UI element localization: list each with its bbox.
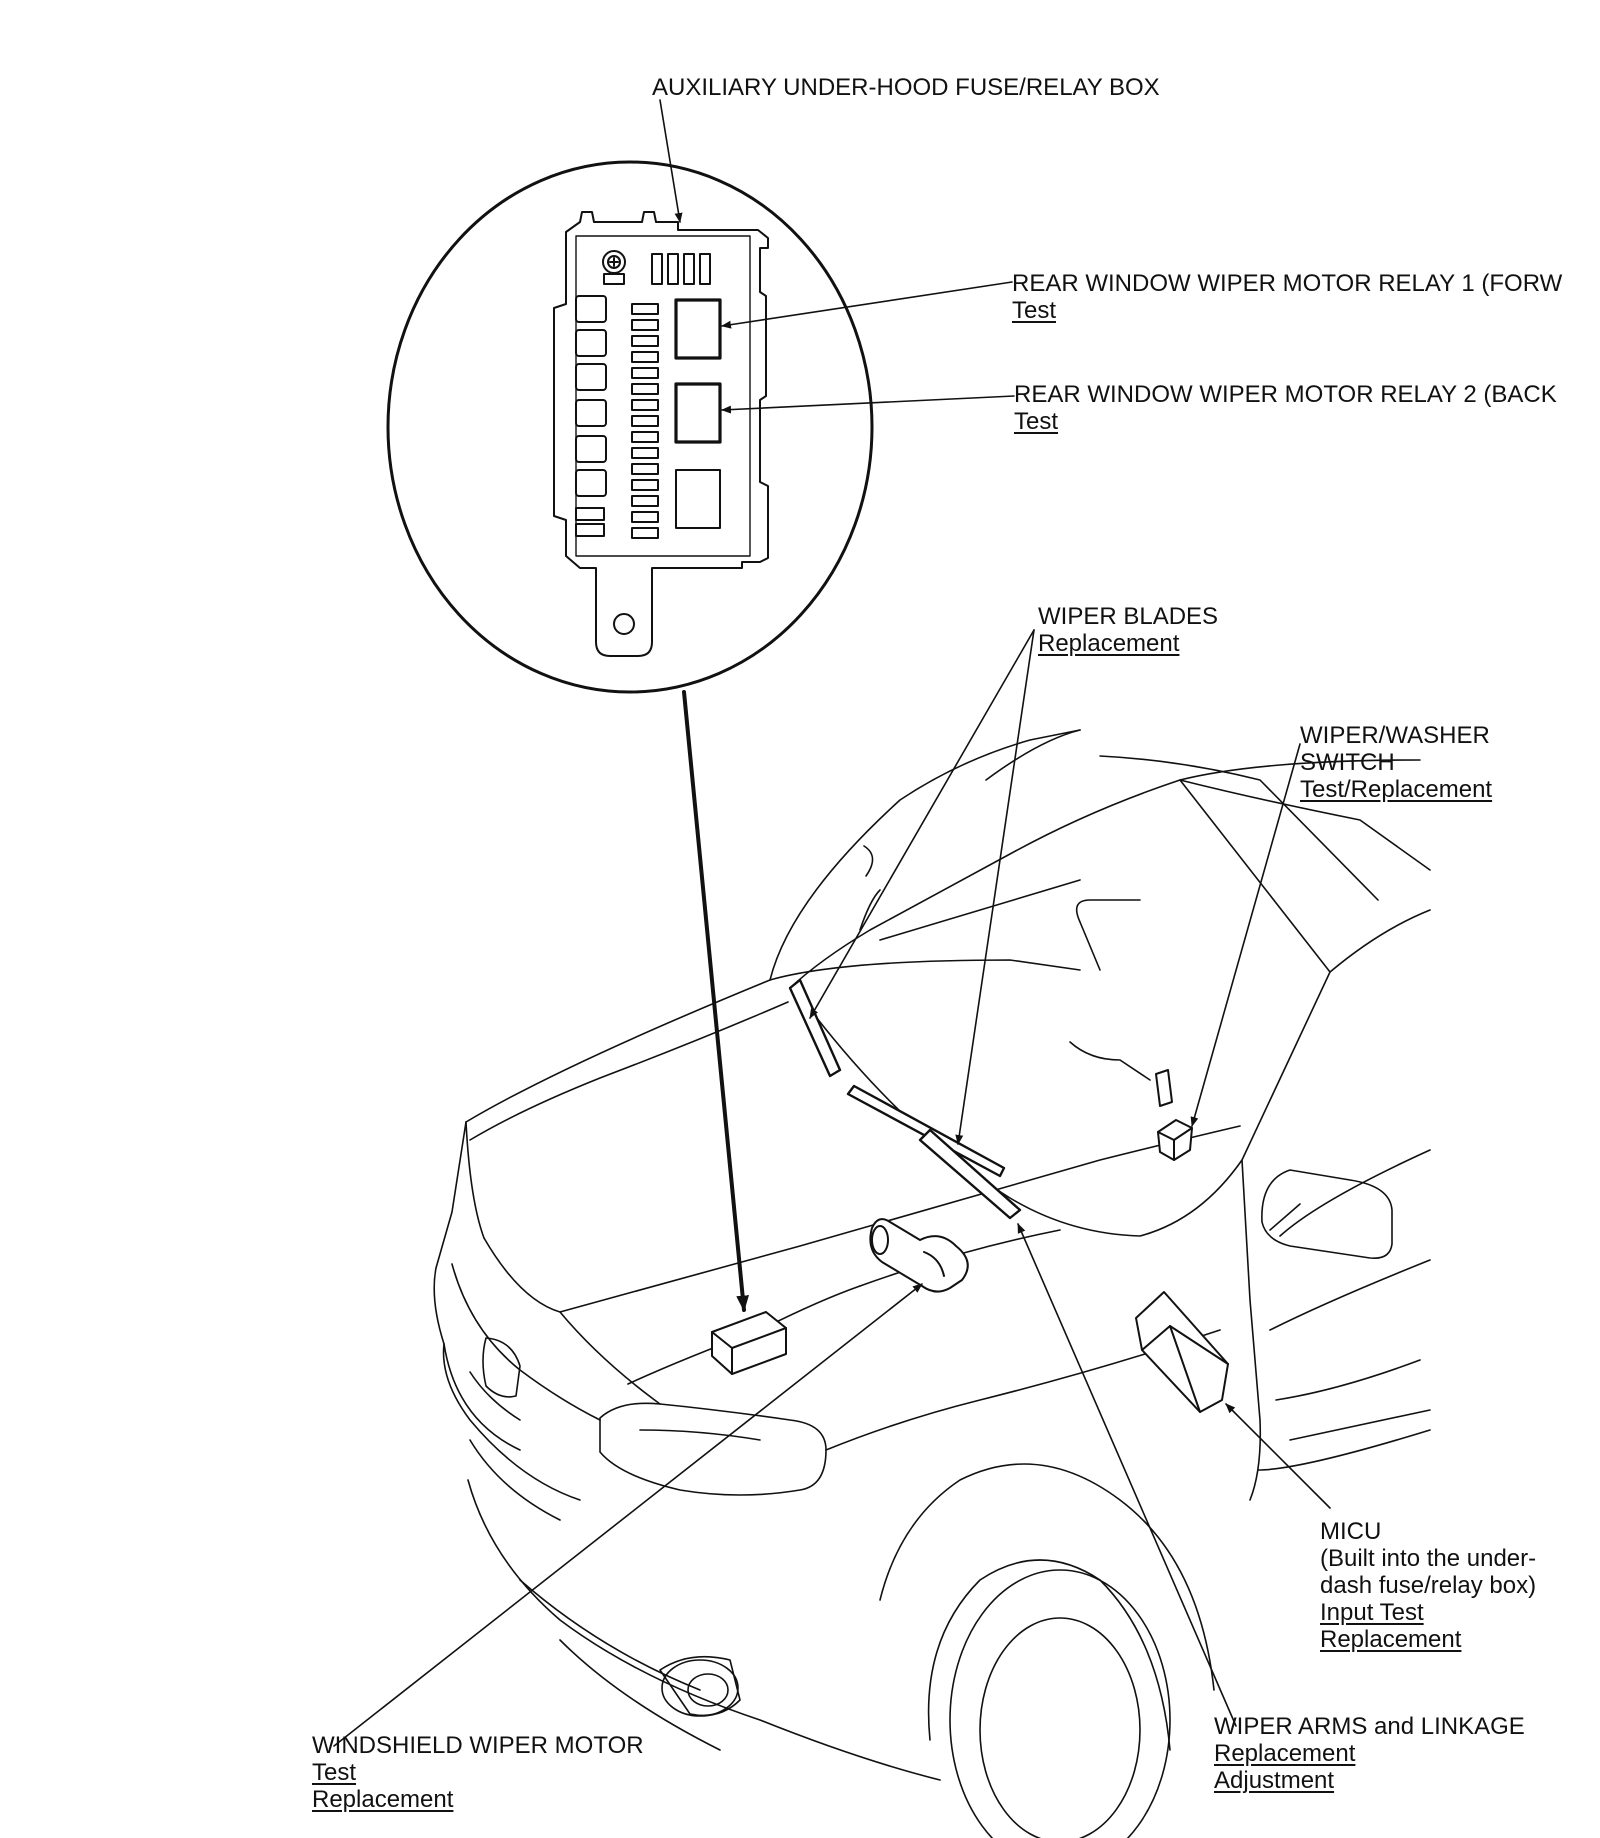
- wiper-motor-name: WINDSHIELD WIPER MOTOR: [312, 1732, 644, 1759]
- title-label: AUXILIARY UNDER-HOOD FUSE/RELAY BOX: [652, 74, 1160, 101]
- wiper-washer-switch: [1156, 1070, 1192, 1160]
- callout-micu: MICU (Built into the under- dash fuse/re…: [1320, 1518, 1536, 1653]
- aux-fuse-box-on-vehicle: [712, 1312, 786, 1374]
- leader-blades-b: [955, 630, 1034, 1145]
- detail-magnifier-circle: [388, 162, 872, 692]
- relay2-test-link[interactable]: Test: [1014, 408, 1059, 435]
- leader-relay1: [721, 282, 1012, 329]
- micu-name-line1: MICU: [1320, 1518, 1382, 1545]
- relay1-test-link[interactable]: Test: [1012, 297, 1057, 324]
- micu-replacement-link[interactable]: Replacement: [1320, 1626, 1462, 1653]
- callout-wiper-arms: WIPER ARMS and LINKAGE Replacement Adjus…: [1214, 1713, 1525, 1794]
- micu-input-test-link[interactable]: Input Test: [1320, 1599, 1424, 1626]
- aux-fuse-relay-box: [554, 212, 768, 656]
- callout-relay1: REAR WINDOW WIPER MOTOR RELAY 1 (FORW Te…: [1012, 270, 1562, 324]
- leader-switch: [1190, 744, 1300, 1127]
- wiper-arms-adjustment-link[interactable]: Adjustment: [1214, 1767, 1335, 1794]
- leader-motor: [334, 1284, 922, 1746]
- relay-1-box: [676, 300, 720, 358]
- leader-arms: [1018, 1223, 1236, 1726]
- wiper-motor-replacement-link[interactable]: Replacement: [312, 1786, 454, 1813]
- callout-wiper-blades: WIPER BLADES Replacement: [1038, 603, 1218, 657]
- wiper-blades-name: WIPER BLADES: [1038, 603, 1219, 630]
- leader-blades-a: [810, 630, 1034, 1019]
- wiper-motor-test-link[interactable]: Test: [312, 1759, 357, 1786]
- relay1-name: REAR WINDOW WIPER MOTOR RELAY 1 (FORW: [1012, 270, 1563, 297]
- callout-relay2: REAR WINDOW WIPER MOTOR RELAY 2 (BACK Te…: [1014, 381, 1557, 435]
- micu-name-line2: (Built into the under-: [1320, 1545, 1537, 1572]
- relay-2-box: [676, 384, 720, 442]
- wiper-arms-replacement-link[interactable]: Replacement: [1214, 1740, 1356, 1767]
- leader-micu: [1226, 1404, 1330, 1508]
- callout-washer-switch: WIPER/WASHER SWITCH Test/Replacement: [1300, 722, 1492, 803]
- washer-switch-test-replacement-link[interactable]: Test/Replacement: [1300, 776, 1493, 803]
- washer-switch-name-line1: WIPER/WASHER: [1300, 722, 1490, 749]
- windshield-wiper-motor: [870, 1219, 967, 1291]
- wiper-arms-name: WIPER ARMS and LINKAGE: [1214, 1713, 1525, 1740]
- washer-switch-name-line2: SWITCH: [1300, 749, 1395, 776]
- micu-name-line3: dash fuse/relay box): [1320, 1572, 1537, 1599]
- wiper-blades-replacement-link[interactable]: Replacement: [1038, 630, 1180, 657]
- wiper-blades: [790, 980, 1020, 1218]
- leader-magnifier: [684, 692, 749, 1310]
- leader-relay2: [721, 396, 1014, 414]
- relay2-name: REAR WINDOW WIPER MOTOR RELAY 2 (BACK: [1014, 381, 1557, 408]
- callout-wiper-motor: WINDSHIELD WIPER MOTOR Test Replacement: [312, 1732, 644, 1813]
- micu-unit: [1136, 1292, 1228, 1412]
- leader-title: [660, 100, 683, 223]
